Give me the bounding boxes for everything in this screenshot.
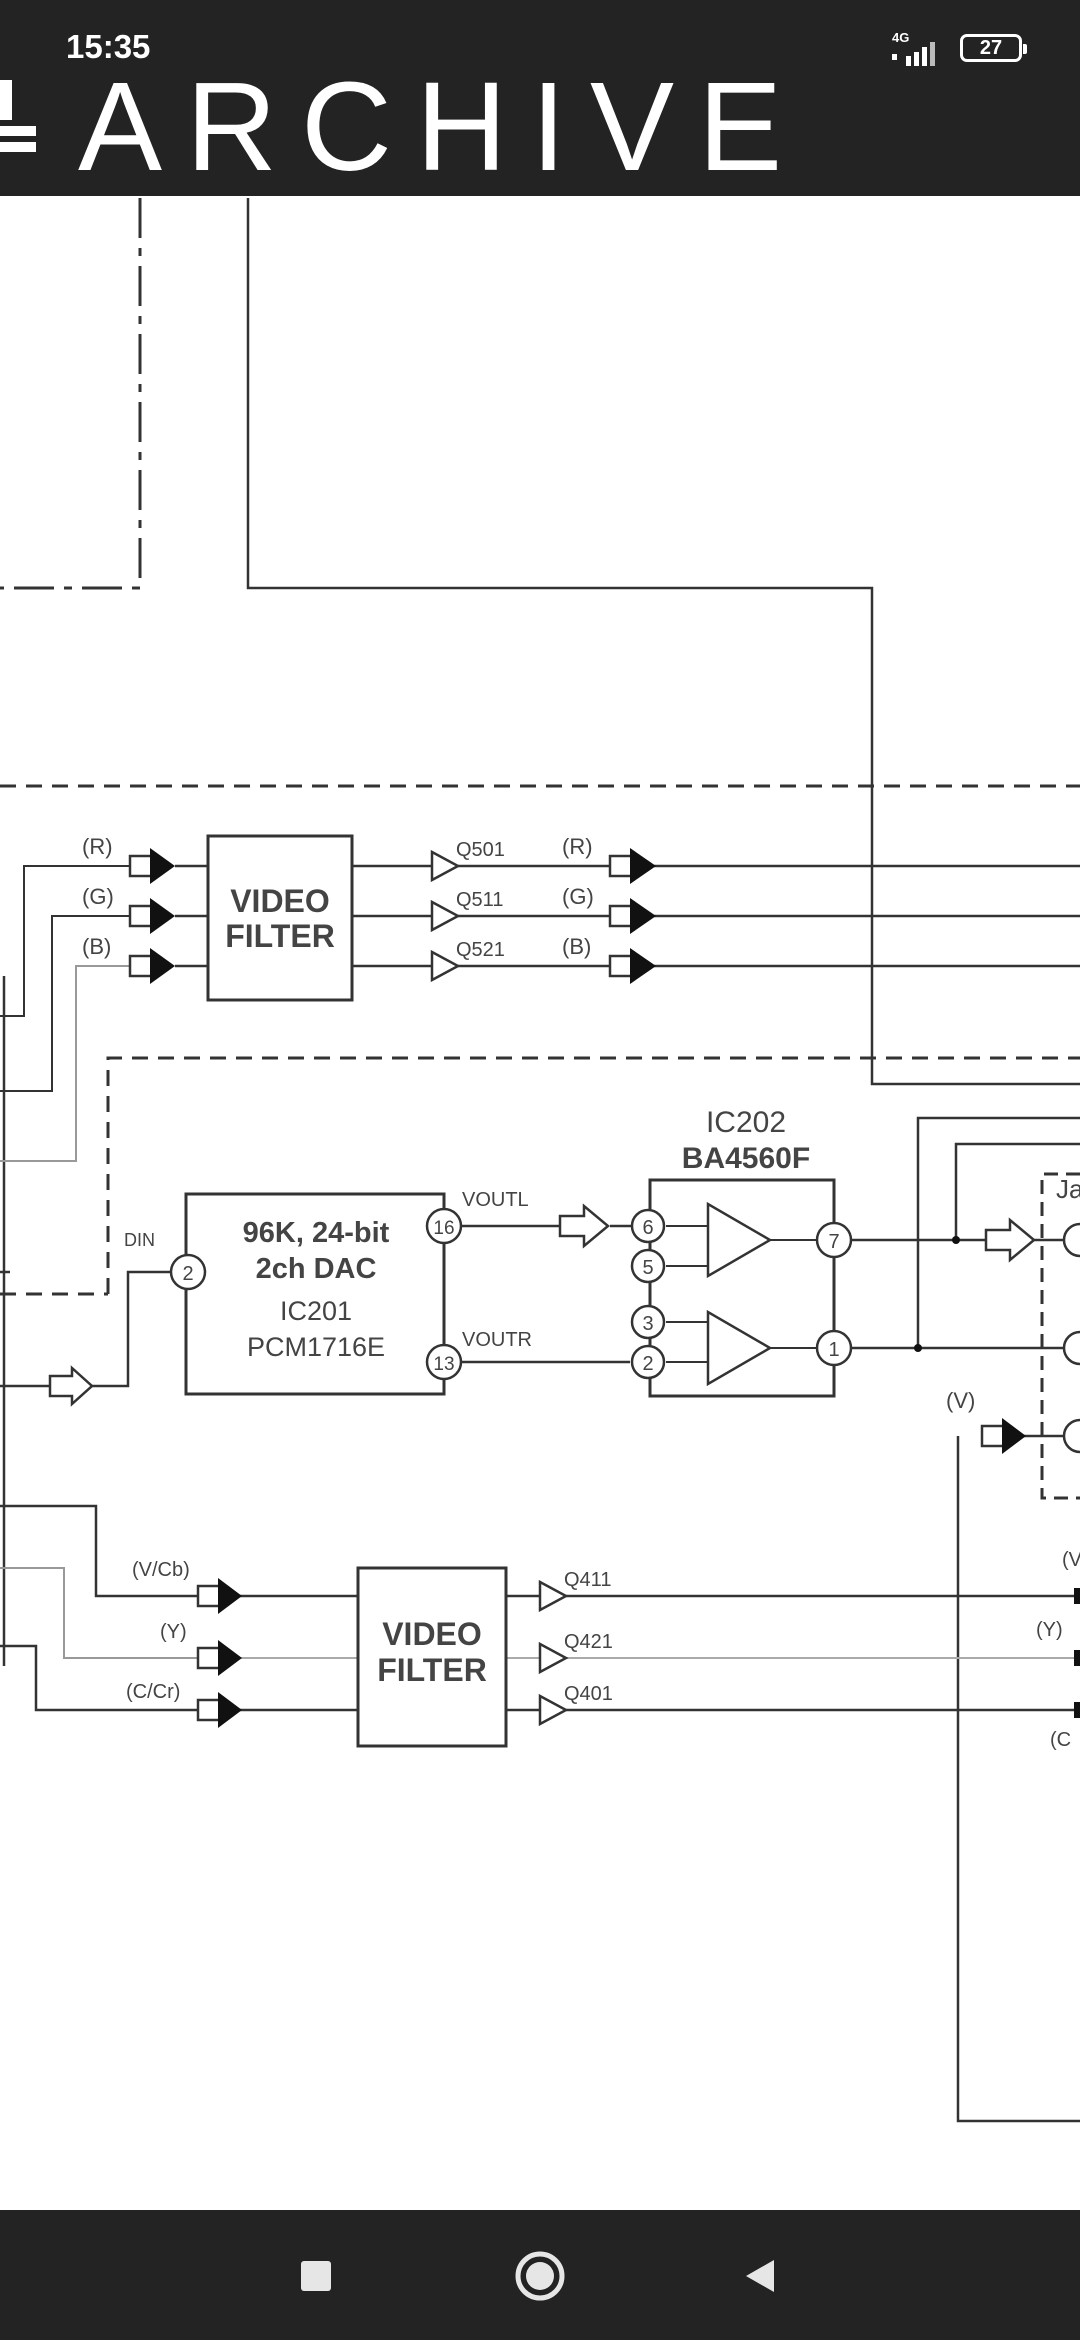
right-label-c: (C: [1050, 1729, 1071, 1751]
opamp-pin-2: 2: [642, 1353, 653, 1375]
opamp-part: BA4560F: [682, 1142, 810, 1175]
status-bar: 15:35 4G 27: [0, 0, 1080, 80]
opamp-pin-6: 6: [642, 1217, 653, 1239]
dashed-border-audio: [106, 1056, 1080, 1294]
rgb-in-label-r: (R): [82, 834, 113, 859]
wire-feed-r: [916, 1116, 1080, 1348]
home-button[interactable]: [508, 2244, 572, 2308]
wire-y-in: [0, 1567, 198, 1659]
wire-g-in: [0, 915, 130, 1092]
rgb-transistor-1: Q511: [456, 889, 503, 911]
video-transistor-2: Q401: [564, 1683, 613, 1705]
battery-icon: 27: [960, 34, 1027, 62]
rgb-transistor-0: Q501: [456, 839, 505, 861]
rgb-out-label-b: (B): [562, 934, 591, 959]
wire-feed-l: [954, 1142, 1080, 1240]
voutl-label: VOUTL: [462, 1189, 529, 1211]
rgb-input-connectors: [128, 848, 175, 984]
opamp-pin-7: 7: [828, 1231, 839, 1253]
video-in-label-vcb: (V/Cb): [132, 1559, 190, 1581]
right-label-v: (V: [1062, 1549, 1080, 1571]
dashdot-border: [0, 198, 142, 590]
navigation-bar: [0, 2210, 1080, 2340]
back-button[interactable]: [728, 2244, 792, 2308]
video-in-label-ccr: (C/Cr): [126, 1681, 180, 1703]
rgb-buffer-triangles: [430, 849, 461, 983]
voutl-pin: 16: [433, 1218, 454, 1239]
wire-top: [246, 198, 1080, 1086]
video-buffer-triangles: [538, 1579, 569, 1727]
din-label: DIN: [124, 1230, 155, 1250]
status-time: 15:35: [66, 28, 151, 65]
network-type-label: 4G: [892, 30, 909, 45]
video-transistor-1: Q421: [564, 1631, 613, 1653]
signal-icon: 4G: [892, 30, 935, 66]
rgb-in-label-b: (B): [82, 934, 111, 959]
video-input-connectors: [196, 1578, 242, 1728]
logo-wordmark[interactable]: ARCHIVE: [78, 80, 807, 196]
wire-ccr-in: [0, 1644, 198, 1712]
battery-level: 27: [979, 36, 1003, 59]
v-label: (V): [946, 1388, 975, 1413]
schematic-viewer[interactable]: (R) (G) (B) VIDEO FILTER Q501 Q511 Q521 …: [0, 196, 1080, 2210]
wire-b-in: [0, 965, 130, 1162]
opamp-pin-1: 1: [828, 1339, 839, 1361]
archive-logo-icon: [0, 80, 36, 152]
triangle-back-icon: [746, 2260, 774, 2292]
wire-v: [956, 1434, 1080, 2123]
rgb-transistor-2: Q521: [456, 939, 505, 961]
site-header: ARCHIVE: [0, 80, 1080, 196]
rgb-video-filter-box: [206, 834, 354, 1002]
rgb-output-connectors: [608, 848, 656, 984]
video-filter-line2: FILTER: [377, 1652, 487, 1688]
wire-din: [0, 1270, 170, 1388]
video-transistor-0: Q411: [564, 1569, 611, 1591]
voutr-pin: 13: [433, 1354, 454, 1375]
dac-line4: PCM1716E: [247, 1332, 385, 1362]
jack-label: Ja: [1056, 1174, 1080, 1204]
recents-button[interactable]: [284, 2244, 348, 2308]
video-filter-box: [356, 1566, 508, 1748]
dac-line2: 2ch DAC: [256, 1253, 377, 1285]
jack-border: [1040, 1172, 1080, 1500]
rgb-out-label-r: (R): [562, 834, 593, 859]
din-hollow-arrow-icon: [48, 1365, 94, 1407]
v-connector-icon: [1002, 1418, 1026, 1454]
video-in-label-y: (Y): [160, 1621, 187, 1643]
rgb-filter-line2: FILTER: [225, 918, 335, 954]
rgb-out-label-g: (G): [562, 884, 594, 909]
din-pin: 2: [182, 1263, 193, 1285]
out-l-hollow-arrow-icon: [984, 1217, 1036, 1263]
schematic-diagram: (R) (G) (B) VIDEO FILTER Q501 Q511 Q521 …: [0, 198, 1080, 2123]
dac-line1: 96K, 24-bit: [243, 1217, 390, 1249]
opamp-pin-3: 3: [642, 1313, 653, 1335]
opamp-pin-5: 5: [642, 1257, 653, 1279]
voutl-hollow-arrow-icon: [558, 1203, 610, 1249]
right-label-y: (Y): [1036, 1619, 1063, 1641]
square-icon: [301, 2261, 331, 2291]
dac-line3: IC201: [280, 1296, 352, 1326]
wire-vcb-in: [0, 1504, 198, 1598]
opamp-triangles: [706, 1201, 773, 1387]
rgb-filter-line1: VIDEO: [230, 883, 330, 919]
opamp-name: IC202: [706, 1106, 786, 1139]
voutr-label: VOUTR: [462, 1329, 532, 1351]
wire-r-in: [0, 865, 130, 1017]
circle-icon: [515, 2251, 565, 2301]
jack-pins: [1062, 1222, 1080, 1454]
status-icons: 4G 27: [888, 28, 1027, 68]
dac-box: [184, 1192, 446, 1396]
video-filter-line1: VIDEO: [382, 1616, 482, 1652]
rgb-in-label-g: (G): [82, 884, 114, 909]
